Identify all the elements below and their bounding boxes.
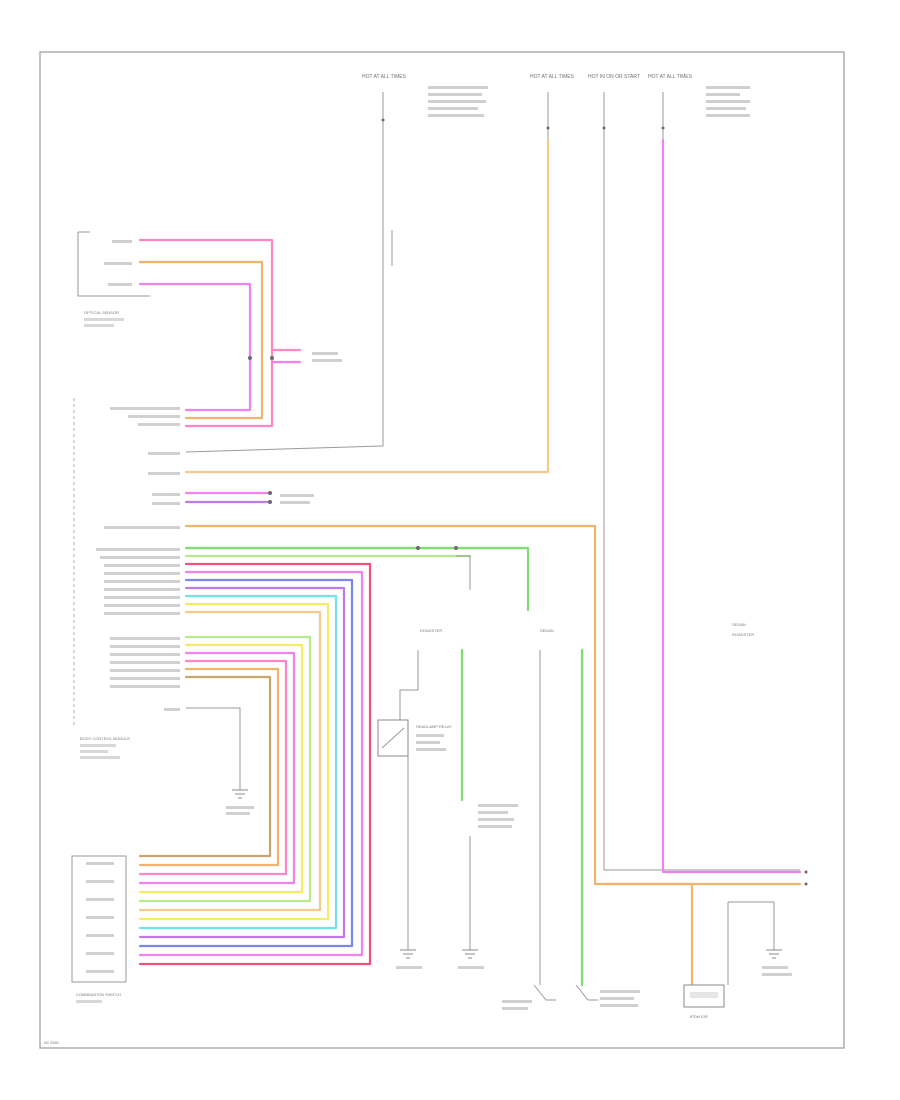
roadster-branch-label: ROADSTER bbox=[420, 628, 442, 633]
headlamp-relay: HEADLAMP RELAY bbox=[377, 650, 452, 969]
bcm-power-wires bbox=[184, 138, 550, 504]
optical-sensor-wires bbox=[138, 238, 342, 428]
combination-switch: COMBINATION SWITCH bbox=[71, 855, 127, 1003]
headlamp-relay-label: HEADLAMP RELAY bbox=[416, 724, 452, 729]
combination-switch-wires bbox=[138, 562, 372, 966]
optical-sensor-label: OPTICAL SENSOR bbox=[84, 310, 119, 315]
optical-sensor: OPTICAL SENSOR bbox=[77, 231, 150, 327]
right-feeds: SEDAN ROADSTER bbox=[602, 138, 808, 886]
bcm-ground bbox=[186, 707, 254, 815]
fuse-label-c: HOT IN ON OR START bbox=[588, 74, 640, 80]
ignition-feed bbox=[185, 150, 384, 453]
relay-wires bbox=[184, 546, 530, 612]
fuse-feeds: HOT AT ALL TIMES HOT AT ALL TIMES HOT IN… bbox=[362, 74, 750, 150]
combination-switch-label: COMBINATION SWITCH bbox=[76, 992, 121, 997]
sedan-branch-label: SEDAN bbox=[540, 628, 554, 633]
footer-note: W/ 2WD bbox=[44, 1040, 59, 1045]
door-switch-lamps bbox=[502, 648, 640, 1010]
fuse-label-a: HOT AT ALL TIMES bbox=[362, 74, 407, 80]
bcm-label: BODY CONTROL MODULE bbox=[80, 736, 130, 741]
headlamp-control-wire bbox=[184, 524, 694, 987]
ipdm-module: IPDM E/R bbox=[683, 901, 792, 1019]
ipdm-label: IPDM E/R bbox=[690, 1014, 708, 1019]
fuse-label-b: HOT AT ALL TIMES bbox=[530, 74, 575, 80]
ipdm-branch: ROADSTER SEDAN bbox=[420, 628, 554, 969]
fuse-label-d: HOT AT ALL TIMES bbox=[648, 74, 693, 80]
diagram-frame bbox=[39, 51, 845, 1049]
bcm-connector: BODY CONTROL MODULE bbox=[73, 398, 180, 759]
legend-sedan: SEDAN bbox=[732, 622, 746, 627]
fuse-notes bbox=[428, 86, 750, 117]
legend-roadster: ROADSTER bbox=[732, 632, 754, 637]
